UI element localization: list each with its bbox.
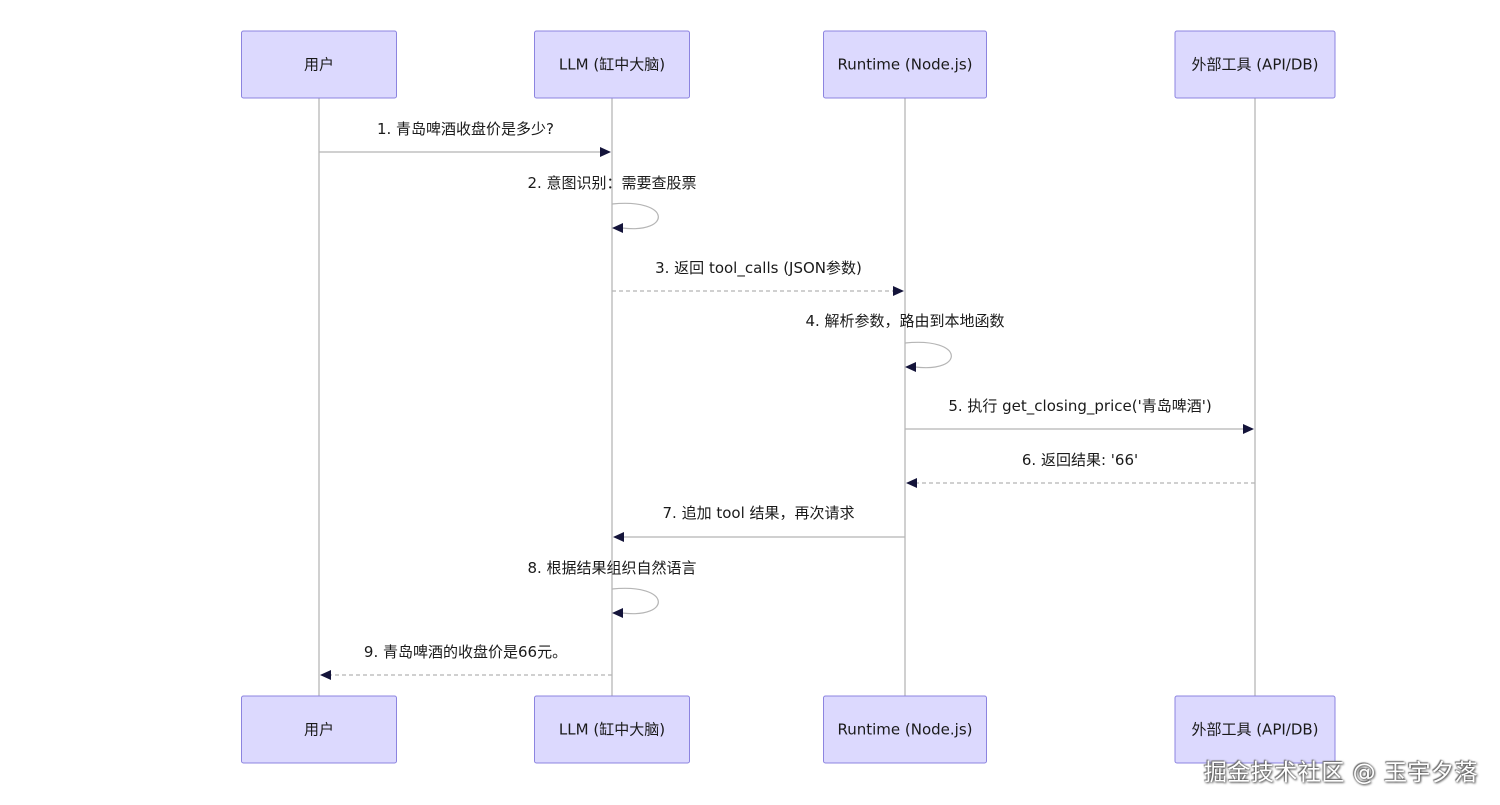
participant-label: 外部工具 (API/DB): [1191, 721, 1318, 739]
message-label: 6. 返回结果: '66': [1022, 451, 1138, 469]
message-8: 8. 根据结果组织自然语言: [527, 559, 697, 618]
message-label: 8. 根据结果组织自然语言: [527, 559, 696, 577]
participant-label: 用户: [304, 56, 334, 74]
message-4: 4. 解析参数，路由到本地函数: [805, 312, 1005, 372]
participant-box: [823, 30, 987, 99]
participants-top: 用户 LLM (缸中大脑) Runtime (Node.js) 外部工具 (API/D…: [241, 30, 1336, 99]
message-label: 7. 追加 tool 结果，再次请求: [662, 504, 854, 522]
participant-label: 用户: [304, 721, 334, 739]
participant-tools-top: 外部工具 (API/DB): [1174, 30, 1336, 99]
message-7: 7. 追加 tool 结果，再次请求: [613, 504, 905, 542]
message-9: 9. 青岛啤酒的收盘价是66元。: [320, 643, 612, 680]
arrowhead: [600, 147, 611, 157]
arrowhead: [1243, 424, 1254, 434]
message-label: 1. 青岛啤酒收盘价是多少?: [377, 120, 554, 138]
message-label: 9. 青岛啤酒的收盘价是66元。: [364, 643, 567, 661]
lifelines: [318, 98, 1256, 696]
participant-label: Runtime (Node.js): [837, 56, 972, 74]
participant-user-bottom: 用户: [241, 695, 397, 764]
message-label: 4. 解析参数，路由到本地函数: [805, 312, 1004, 330]
self-message-line: [904, 341, 952, 369]
participant-label: Runtime (Node.js): [837, 721, 972, 739]
participant-llm-bottom: LLM (缸中大脑): [534, 695, 690, 764]
participants-bottom: 用户 LLM (缸中大脑) Runtime (Node.js) 外部工具 (API/D…: [241, 695, 1336, 764]
participant-box: [1174, 695, 1336, 764]
participant-user-top: 用户: [241, 30, 397, 99]
message-3: 3. 返回 tool_calls (JSON参数): [612, 259, 904, 296]
message-label: 3. 返回 tool_calls (JSON参数): [655, 259, 862, 278]
self-message-line: [611, 587, 659, 615]
message-label: 2. 意图识别：需要查股票: [527, 174, 696, 192]
messages: 1. 青岛啤酒收盘价是多少? 2. 意图识别：需要查股票 3. 返回 tool_ca…: [319, 120, 1255, 680]
participant-label: LLM (缸中大脑): [559, 721, 665, 739]
arrowhead: [906, 478, 917, 488]
message-5: 5. 执行 get_closing_price('青岛啤酒'): [905, 397, 1254, 434]
participant-box: [241, 695, 397, 764]
participant-box: [534, 695, 690, 764]
arrowhead: [612, 608, 623, 618]
participant-box: [534, 30, 690, 99]
participant-runtime-top: Runtime (Node.js): [823, 30, 987, 99]
participant-box: [241, 30, 397, 99]
participant-box: [1174, 30, 1336, 99]
arrowhead: [612, 223, 623, 233]
participant-label: 外部工具 (API/DB): [1191, 56, 1318, 74]
self-message-line: [611, 202, 659, 230]
message-2: 2. 意图识别：需要查股票: [527, 174, 697, 233]
arrowhead: [320, 670, 331, 680]
participant-runtime-bottom: Runtime (Node.js): [823, 695, 987, 764]
message-6: 6. 返回结果: '66': [906, 451, 1255, 488]
participant-tools-bottom: 外部工具 (API/DB): [1174, 695, 1336, 764]
message-label: 5. 执行 get_closing_price('青岛啤酒'): [948, 397, 1211, 416]
arrowhead: [893, 286, 904, 296]
watermark: 掘金技术社区 @ 玉宇夕落: [1203, 760, 1478, 786]
arrowhead: [613, 532, 624, 542]
participant-box: [823, 695, 987, 764]
arrowhead: [905, 362, 916, 372]
participant-label: LLM (缸中大脑): [559, 56, 665, 74]
participant-llm-top: LLM (缸中大脑): [534, 30, 690, 99]
message-1: 1. 青岛啤酒收盘价是多少?: [319, 120, 611, 157]
